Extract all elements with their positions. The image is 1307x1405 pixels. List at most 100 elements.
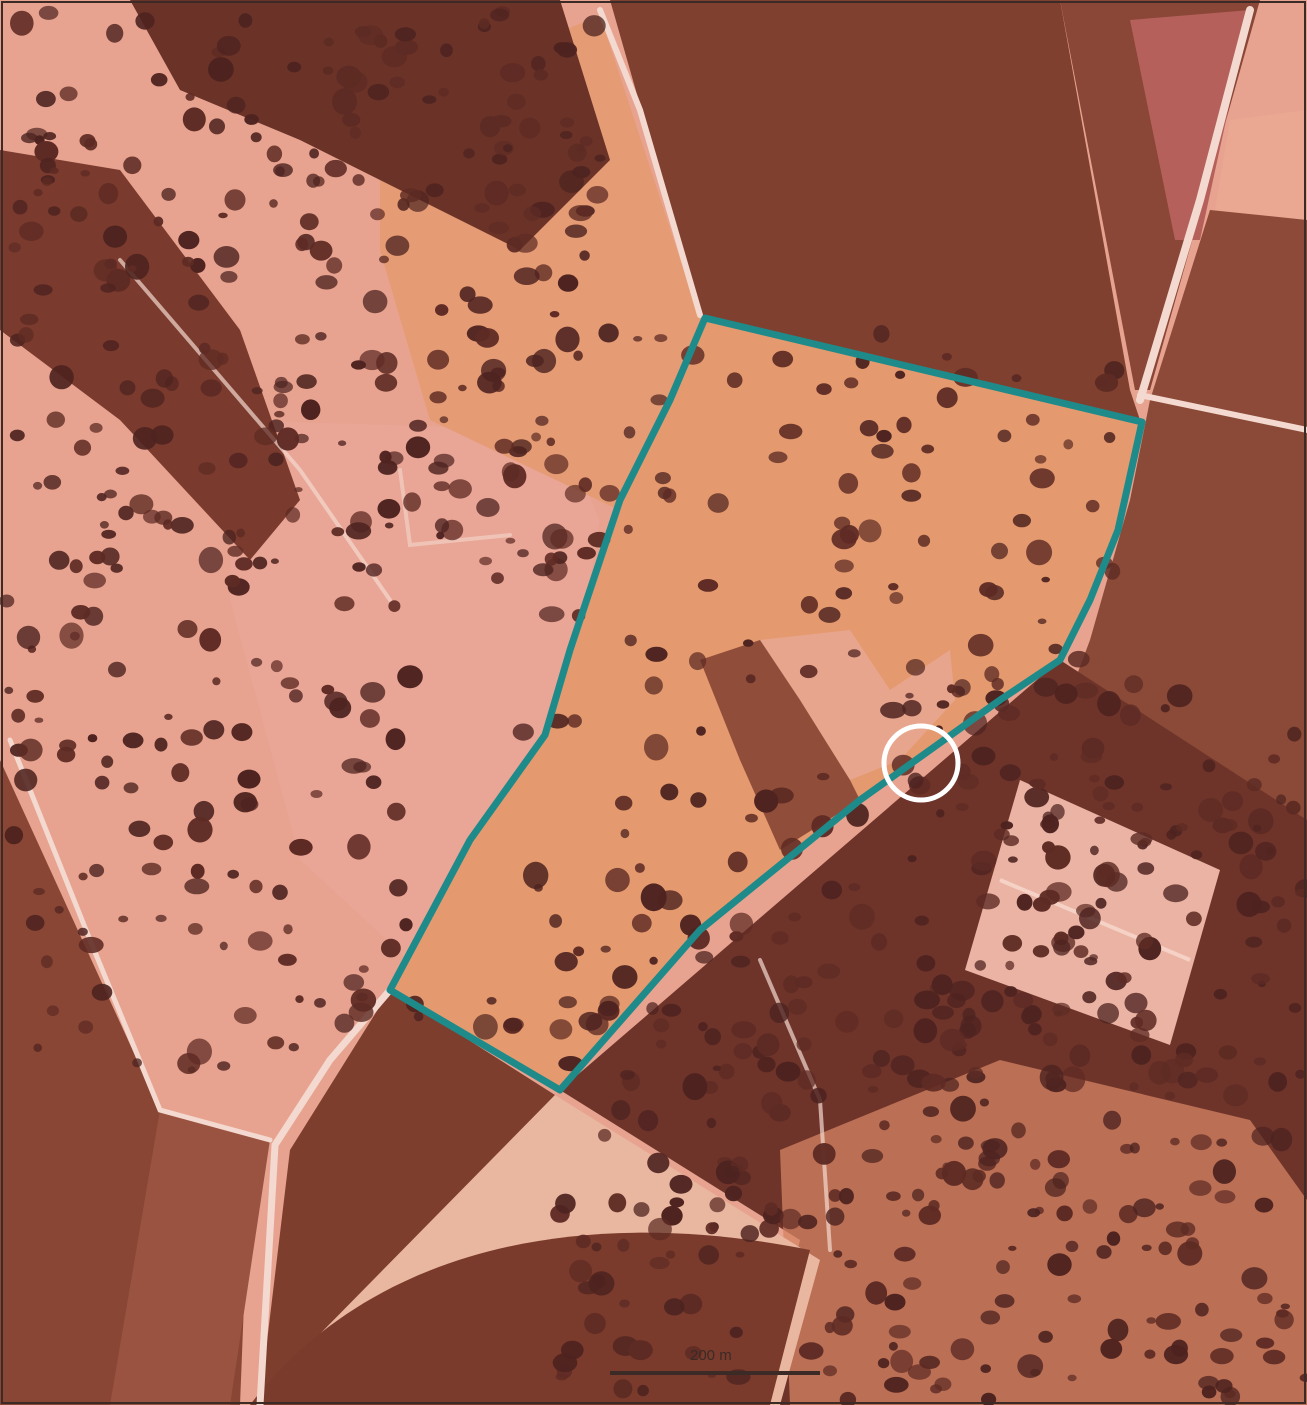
tree-clump xyxy=(756,1033,780,1057)
tree-clump xyxy=(422,95,437,104)
tree-clump xyxy=(1045,845,1071,870)
tree-clump xyxy=(1069,1044,1091,1067)
tree-clump xyxy=(1011,374,1022,383)
parcel-boundary[interactable] xyxy=(386,314,1146,1094)
tree-clump xyxy=(1276,918,1292,933)
tree-clump xyxy=(1210,1348,1234,1365)
tree-clump xyxy=(326,257,343,274)
tree-clump xyxy=(1102,802,1115,811)
tree-clump xyxy=(1097,1003,1119,1024)
tree-clump xyxy=(1038,1330,1053,1343)
tree-clump xyxy=(647,1152,670,1174)
tree-clump xyxy=(946,684,957,694)
tree-clump xyxy=(100,283,116,293)
tree-clump xyxy=(338,440,347,447)
tree-clump xyxy=(1190,850,1203,860)
tree-clump xyxy=(247,931,273,951)
tree-clump xyxy=(153,216,164,227)
tree-clump xyxy=(1000,821,1014,830)
tree-clump xyxy=(941,353,952,361)
tree-clump xyxy=(1046,882,1072,902)
tree-clump xyxy=(459,286,476,303)
tree-clump xyxy=(324,159,347,178)
tree-clump xyxy=(810,1087,827,1104)
tree-clump xyxy=(549,311,560,318)
tree-clump xyxy=(981,1392,997,1405)
tree-clump xyxy=(611,1100,631,1121)
tree-clump xyxy=(83,572,106,589)
tree-clump xyxy=(649,1256,670,1270)
tree-clump xyxy=(1220,1328,1243,1342)
tree-clump xyxy=(645,646,668,662)
tree-clump xyxy=(712,1065,722,1071)
tree-clump xyxy=(847,649,861,658)
tree-clump xyxy=(921,1073,946,1092)
tree-clump xyxy=(1028,1022,1042,1036)
tree-clump xyxy=(296,374,317,389)
tree-clump xyxy=(177,620,198,638)
tree-clump xyxy=(1029,468,1055,489)
tree-clump xyxy=(1053,939,1071,956)
tree-clump xyxy=(1124,992,1148,1014)
tree-clump xyxy=(387,802,406,821)
tree-clump xyxy=(1268,754,1280,764)
tree-clump xyxy=(8,242,21,253)
tree-clump xyxy=(226,96,246,114)
tree-clump xyxy=(100,547,120,566)
tree-clump xyxy=(877,1358,890,1369)
tree-clump xyxy=(649,956,658,965)
tree-clump xyxy=(4,826,24,845)
tree-clump xyxy=(623,524,633,535)
tree-clump xyxy=(132,427,157,450)
tree-clump xyxy=(835,587,853,600)
tree-clump xyxy=(586,186,609,204)
tree-clump xyxy=(669,1197,685,1208)
tree-clump xyxy=(1034,455,1047,464)
tree-clump xyxy=(385,235,410,256)
tree-clump xyxy=(309,240,333,261)
tree-clump xyxy=(1096,1245,1112,1259)
tree-clump xyxy=(1039,1064,1064,1091)
tree-clump xyxy=(550,528,574,549)
scale-bar-label: 200 m xyxy=(690,1347,732,1364)
tree-clump xyxy=(222,529,236,545)
tree-clump xyxy=(278,953,297,966)
tree-clump xyxy=(377,460,398,475)
tree-clump xyxy=(620,1070,635,1080)
tree-clump xyxy=(1164,1091,1176,1101)
tree-clump xyxy=(638,1110,659,1132)
tree-clump xyxy=(612,965,638,989)
tree-clump xyxy=(831,528,857,550)
tree-clump xyxy=(1002,935,1023,952)
tree-clump xyxy=(14,768,38,792)
tree-clump xyxy=(646,1002,659,1015)
tree-clump xyxy=(1089,954,1098,961)
tree-clump xyxy=(980,1139,1000,1152)
tree-clump xyxy=(709,1197,726,1213)
tree-clump xyxy=(132,1058,143,1068)
tree-clump xyxy=(155,369,174,388)
tree-clump xyxy=(1008,856,1018,863)
tree-clump xyxy=(249,879,263,894)
tree-clump xyxy=(669,1174,693,1194)
tree-clump xyxy=(729,931,744,942)
tree-clump xyxy=(634,863,645,873)
tree-clump xyxy=(1176,823,1188,832)
location-marker-circle[interactable] xyxy=(881,723,961,803)
tree-clump xyxy=(698,1245,719,1265)
tree-clump xyxy=(233,1007,257,1024)
tree-clump xyxy=(1214,1190,1236,1204)
tree-clump xyxy=(199,342,211,354)
tree-clump xyxy=(998,705,1020,721)
tree-clump xyxy=(322,66,334,75)
tree-clump xyxy=(890,1349,914,1373)
tree-clump xyxy=(531,432,541,442)
tree-clump xyxy=(374,373,398,392)
tree-clump xyxy=(1030,1158,1041,1170)
tree-clump xyxy=(884,1376,909,1393)
tree-clump xyxy=(549,1019,573,1040)
tree-clump xyxy=(1155,1203,1164,1210)
tree-clump xyxy=(343,974,365,991)
